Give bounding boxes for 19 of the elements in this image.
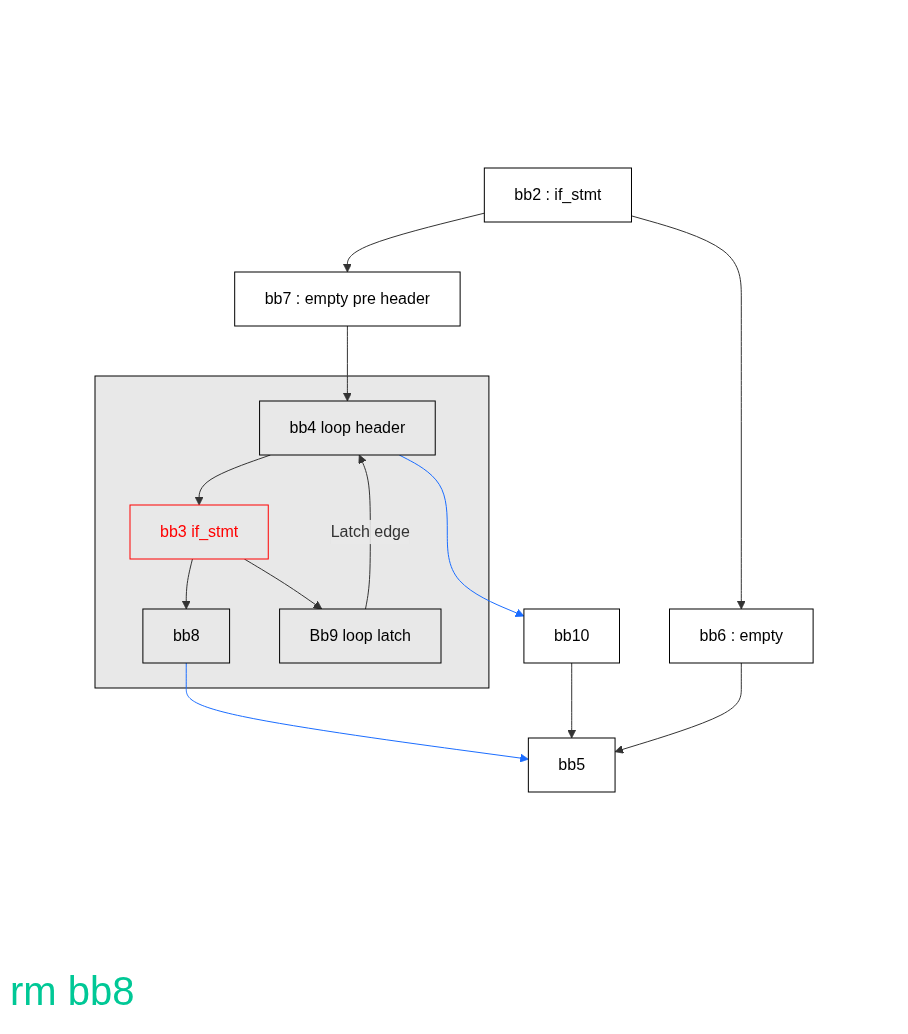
note-text: rm bb8 <box>10 969 135 1014</box>
arrow <box>630 215 746 610</box>
node-box: bb10 <box>523 608 620 664</box>
arrow <box>185 662 529 763</box>
node-box: Bb9 loop latch <box>279 608 442 664</box>
node-box: bb7 : empty pre header <box>234 271 461 327</box>
arrow <box>342 212 485 273</box>
node-box: bb5 <box>527 737 616 793</box>
cluster <box>94 375 490 689</box>
node-box: bb4 loop header <box>259 400 436 456</box>
arrow <box>614 662 742 754</box>
arrow <box>567 662 577 739</box>
node-box: bb8 <box>142 608 231 664</box>
edge-label: Latch edge <box>330 523 410 540</box>
node-box: bb6 : empty <box>668 608 814 664</box>
node-box: bb3 if_stmt <box>129 504 269 560</box>
arrow <box>342 325 352 402</box>
node-box: bb2 : if_stmt <box>483 167 632 223</box>
arrow <box>181 558 193 610</box>
